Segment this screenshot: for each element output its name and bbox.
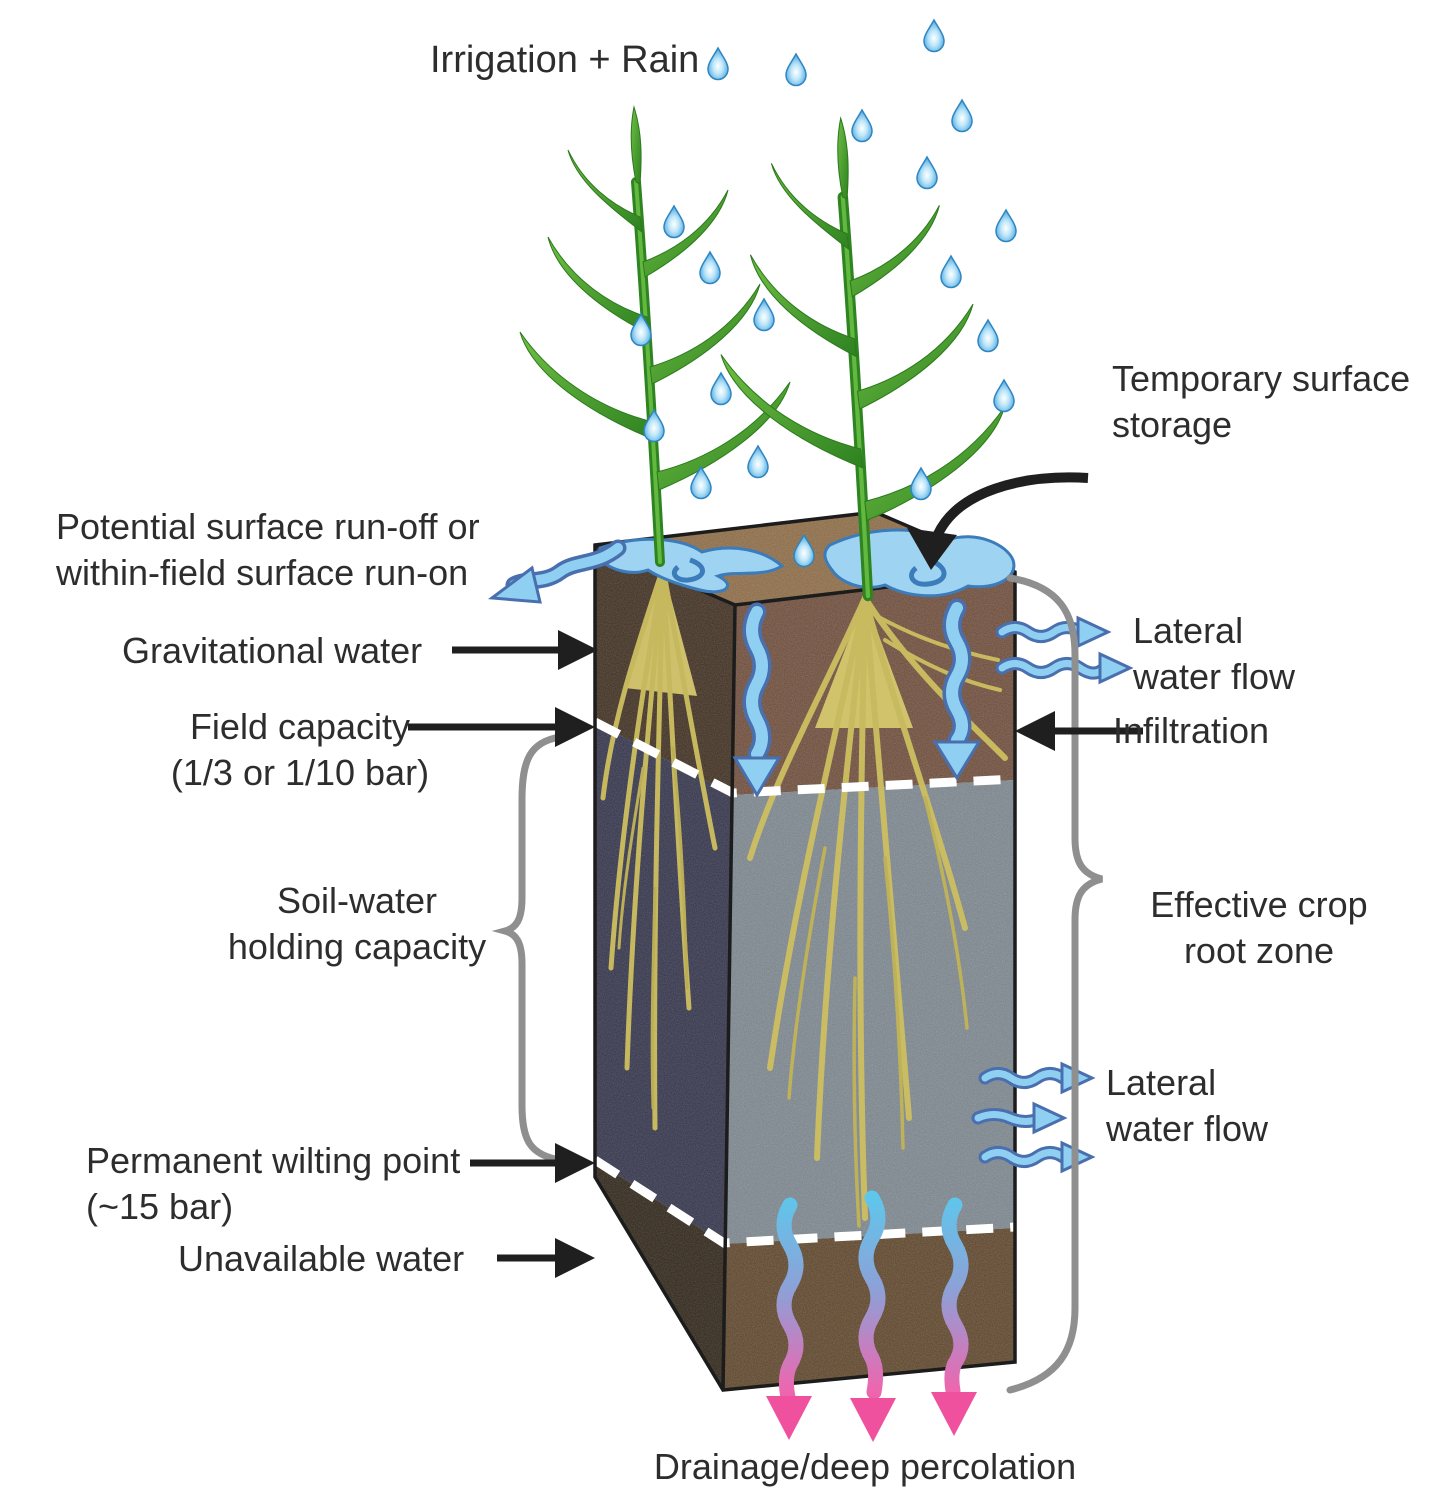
infiltration-arrow	[1015, 711, 1143, 751]
soil-block	[592, 510, 1017, 1392]
surface-water-puddles	[598, 528, 1016, 598]
drainage-deep-percolation-label: Drainage/deep percolation	[653, 1446, 1077, 1487]
unavailable-water-label: Unavailable water	[178, 1238, 465, 1279]
unavailable-water-arrow	[497, 1238, 595, 1278]
gravitational-water-label: Gravitational water	[122, 630, 423, 671]
drainage-arrows	[766, 1190, 977, 1442]
lateral-water-flow-upper-label: Lateral water flow	[1133, 610, 1296, 698]
temporary-storage-arrow	[907, 472, 1089, 570]
rain-drops	[630, 19, 1017, 568]
soil-front-face-middle	[724, 780, 1015, 1244]
effective-root-zone-brace	[1006, 574, 1104, 1394]
surface-runoff-label: Potential surface run-off or within-fiel…	[56, 506, 480, 594]
irrigation-rain-label: Irrigation + Rain	[430, 39, 700, 81]
root-system-left	[600, 565, 718, 1131]
gravitational-water-arrow	[452, 630, 598, 670]
field-capacity-label: Field capacity (1/3 or 1/10 bar)	[170, 706, 430, 794]
infiltration-label: Infiltration	[1113, 710, 1270, 751]
effective-crop-root-zone-label: Effective crop root zone	[1150, 884, 1368, 972]
infiltration-down-arrows	[732, 598, 982, 798]
lateral-water-flow-lower-label: Lateral water flow	[1106, 1062, 1269, 1150]
soil-left-face-middle	[595, 722, 733, 1244]
runoff-arrow	[487, 539, 627, 604]
permanent-wilting-point-label: Permanent wilting point (~15 bar)	[86, 1140, 461, 1228]
soil-water-holding-brace	[491, 733, 564, 1164]
root-system-front	[747, 595, 1008, 1228]
lateral-flow-upper-arrows	[995, 615, 1134, 685]
soil-left-face-bottom	[595, 1160, 724, 1390]
permanent-wilting-arrow	[470, 1143, 595, 1183]
field-capacity-arrow	[408, 707, 595, 747]
label-arrows	[408, 472, 1143, 1278]
soil-water-holding-capacity-label: Soil-water holding capacity	[227, 880, 487, 968]
corn-plant-left	[520, 107, 790, 562]
temporary-surface-storage-label: Temporary surface storage	[1112, 358, 1411, 446]
